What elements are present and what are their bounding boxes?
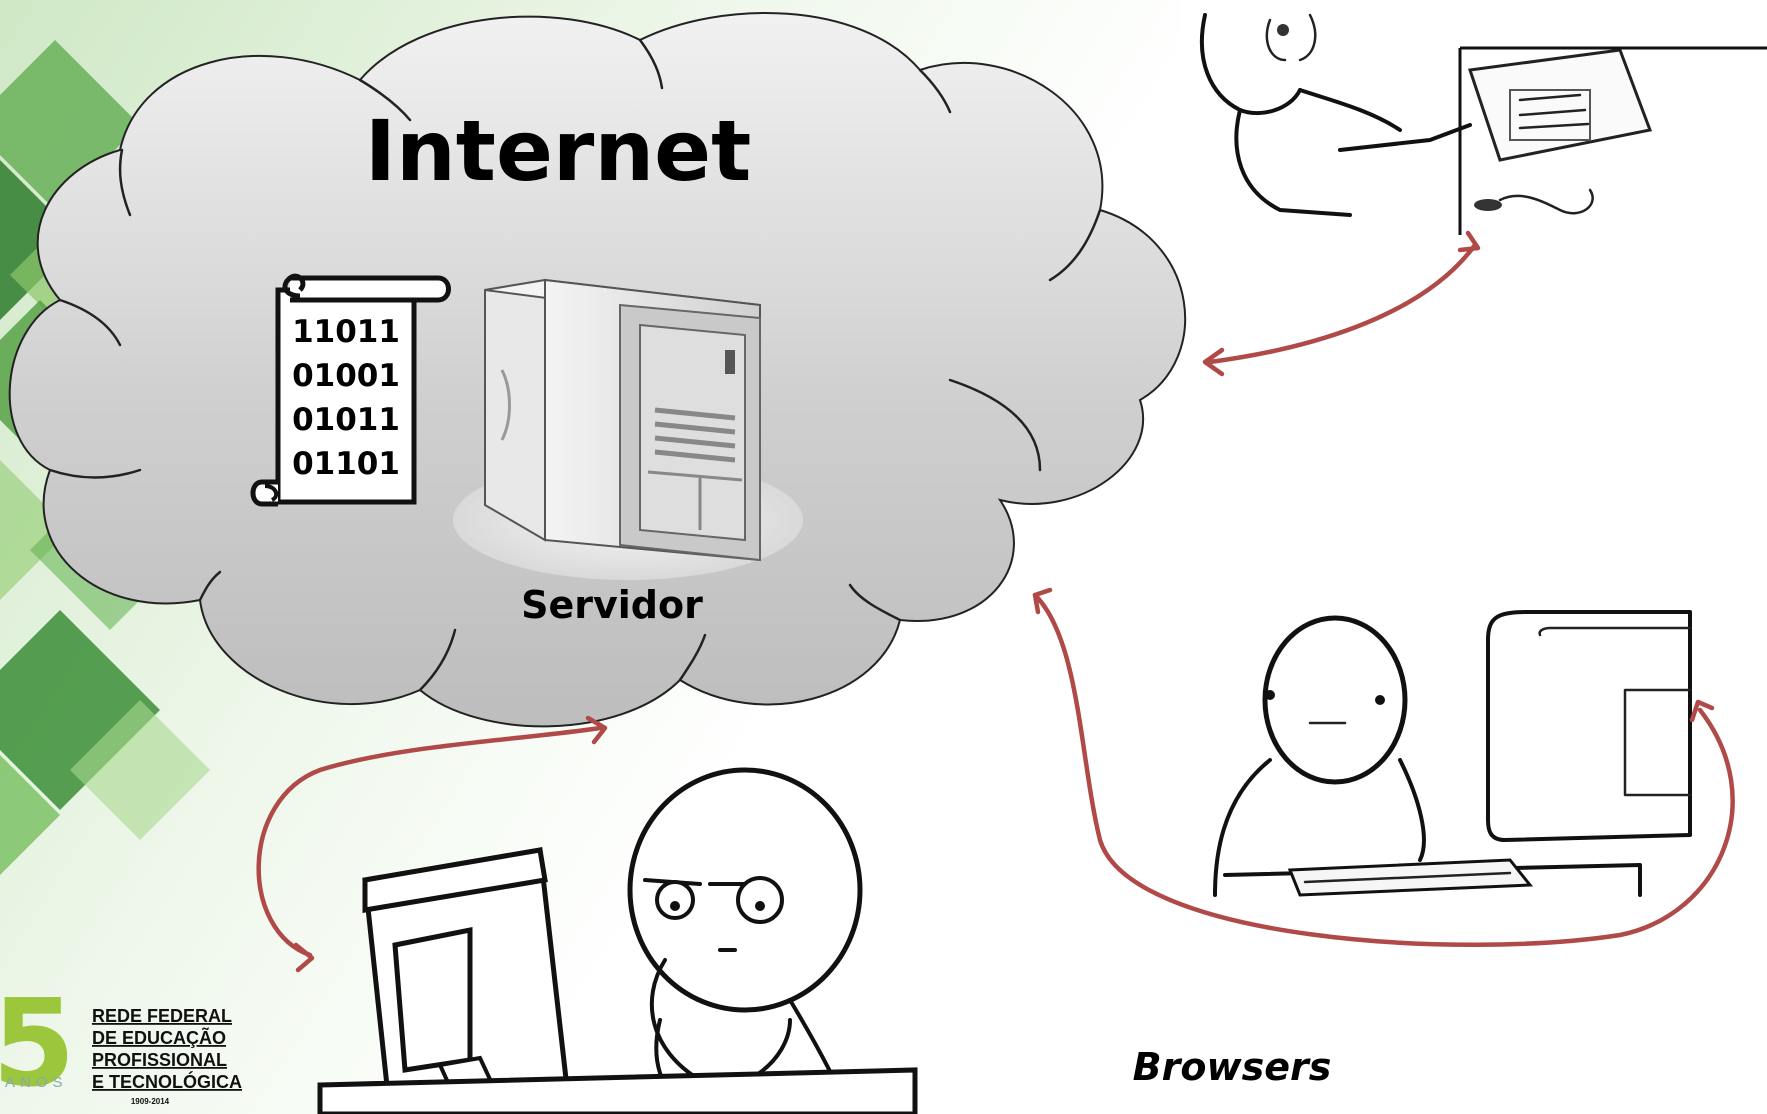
binary-line: 01101 bbox=[292, 446, 400, 482]
logo-line: REDE FEDERAL bbox=[92, 1006, 232, 1026]
arrow-laptop-to-cloud bbox=[1207, 242, 1478, 365]
binary-scroll-icon bbox=[250, 273, 451, 507]
thinking-user-illustration bbox=[317, 767, 918, 1114]
server-label: Servidor bbox=[521, 583, 703, 627]
rede-federal-logo: 5 ANOS REDE FEDERAL DE EDUCAÇÃO PROFISSI… bbox=[0, 975, 242, 1114]
binary-line: 11011 bbox=[292, 314, 400, 350]
binary-line: 01001 bbox=[292, 358, 400, 394]
cloud-title: Internet bbox=[365, 102, 752, 200]
logo-line: DE EDUCAÇÃO bbox=[92, 1027, 226, 1048]
browsers-label: Browsers bbox=[1133, 1045, 1332, 1089]
server-tower-icon bbox=[453, 278, 803, 580]
logo-line: E TECNOLÓGICA bbox=[92, 1071, 242, 1092]
binary-line: 01011 bbox=[292, 402, 400, 438]
logo-number: 5 bbox=[0, 975, 76, 1114]
user-with-laptop-illustration bbox=[1180, 0, 1767, 235]
arrow-desk-to-cloud bbox=[1032, 592, 1735, 947]
desk-user-illustration bbox=[1190, 600, 1692, 900]
logo-years: 1909-2014 bbox=[131, 1097, 170, 1106]
connection-arrows bbox=[256, 230, 1735, 973]
arrow-thinker-to-cloud bbox=[256, 725, 603, 958]
logo-line: PROFISSIONAL bbox=[92, 1050, 227, 1070]
logo-anos: ANOS bbox=[5, 1074, 68, 1091]
